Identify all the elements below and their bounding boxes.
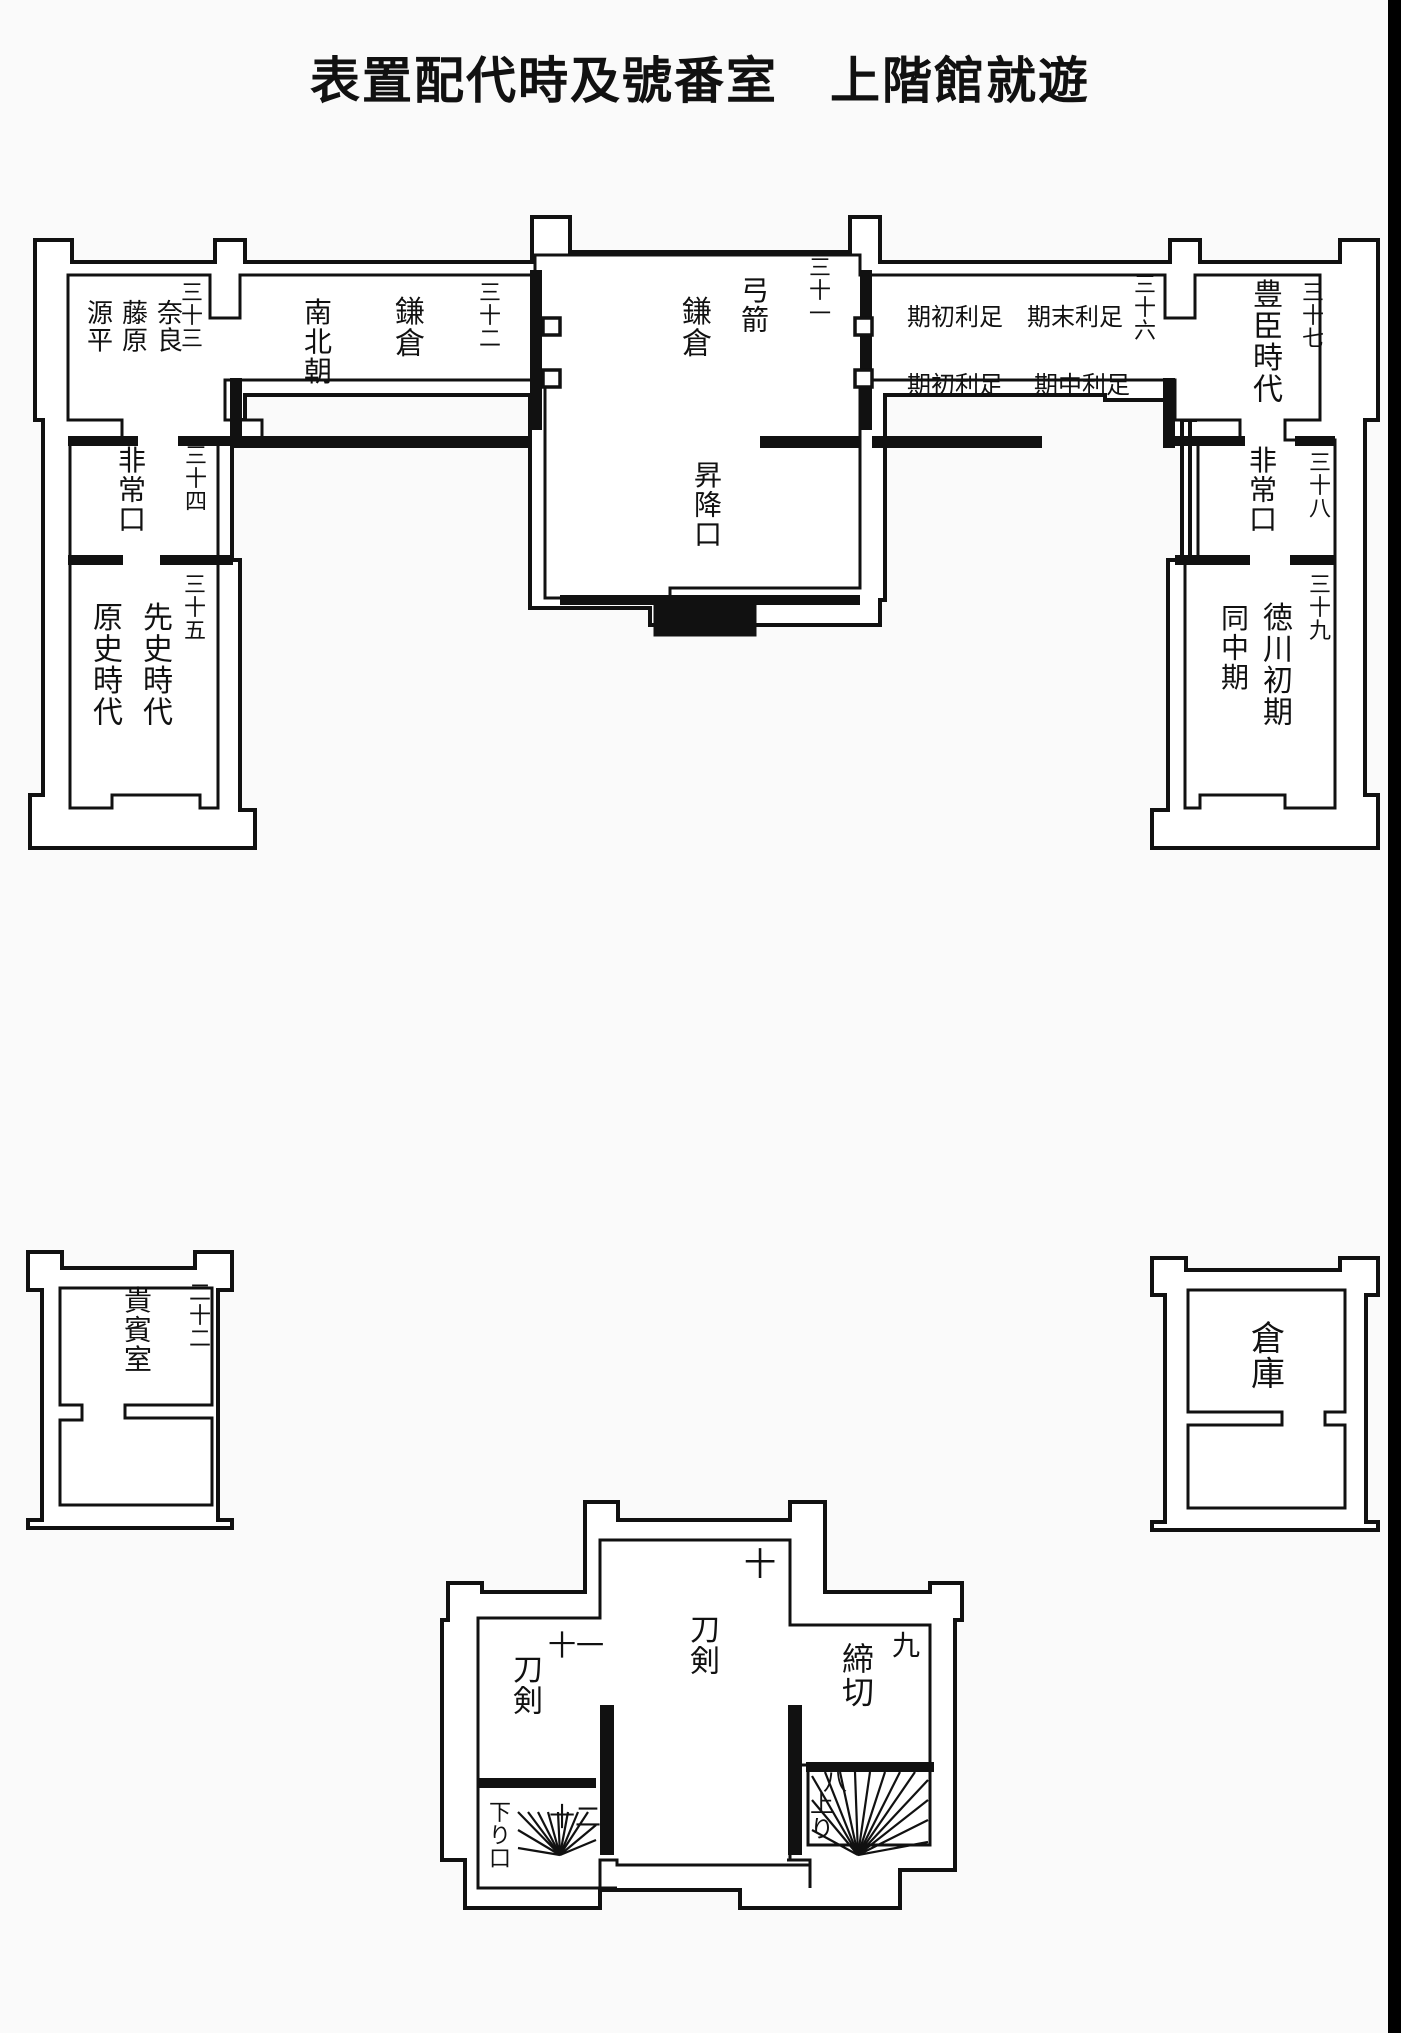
stair-hatch-right [811,1771,929,1857]
upper-wing-partitions [68,270,1335,637]
room-number-39: 三十九 [1309,573,1331,644]
partition [178,436,233,446]
room-label-31-a: 弓箭 [741,274,769,336]
room-number-31: 三十一 [809,256,831,327]
room-number-11: 十一 [548,1629,604,1662]
room-number-36: 三十六 [1134,273,1156,344]
bottom-block-inner-wall [476,1538,932,1890]
partition [1175,555,1250,565]
room-labels: 三十三奈良藤原源平三十二鎌倉南北朝三十一弓箭鎌倉三十六期初利足期末利足期初利足期… [87,256,1331,1872]
room-label-34: 非常口 [118,444,146,536]
partition [806,1762,934,1772]
partition [530,270,542,430]
guest-room-inner-wall [58,1286,214,1507]
stair-hatch-left [517,1811,597,1857]
partition [760,436,860,448]
stair-label-main: 昇降口 [694,459,722,551]
column-square [541,368,562,389]
partition [860,270,872,430]
room-number-9: 九 [892,1629,920,1662]
room-label-36-a: 期初利足 [907,303,1003,331]
room-label-39-a: 徳川初期 [1263,601,1293,731]
partition [560,595,860,605]
guest-room-block [26,1250,234,1530]
room-label-22: 貴賓室 [124,1284,152,1376]
storage-block [1150,1256,1380,1532]
room-label-36-b: 期末利足 [1027,303,1123,331]
storage-inner-wall [1186,1288,1347,1510]
partition [1290,555,1335,565]
room-label-31-b: 鎌倉 [682,295,712,362]
room-label-39-b: 同中期 [1221,602,1249,694]
partition [230,378,242,448]
room-label-37: 豊臣時代 [1253,278,1283,408]
column-square [853,316,874,337]
room-label-35-b: 原史時代 [93,601,123,731]
bottom-block [440,1500,964,1910]
room-label-32-b: 南北朝 [304,296,332,388]
room-label-35-a: 先史時代 [143,601,173,731]
room-number-38: 三十八 [1309,451,1331,522]
room-label-12: 下り口 [489,1801,511,1872]
room-number-8: 八 [823,1768,847,1796]
partition [653,603,757,637]
room-label-9: 締切 [842,1640,874,1712]
partition [68,436,138,446]
room-number-10: 十 [744,1545,776,1583]
room-number-22: 二十二 [189,1281,211,1352]
room-number-32: 三十二 [479,281,501,352]
partition [160,555,233,565]
partition [1175,436,1245,446]
plan-title: 表置配代時及號番室 上階館就遊 [310,51,1090,110]
column-markers [541,316,874,389]
partition [1295,436,1335,446]
storage-label: 倉庫 [1251,1319,1285,1395]
room-label-36-d: 期中利足 [1034,371,1130,399]
room-label-36-c: 期初利足 [907,371,1003,399]
room-label-33-c: 源平 [87,299,113,356]
column-square [541,316,562,337]
room-number-37: 三十七 [1302,281,1324,352]
room-label-38: 非常口 [1249,444,1277,536]
partition [478,1778,596,1788]
room-label-10: 刀剣 [690,1613,720,1680]
room-label-33-b: 藤原 [122,299,148,356]
partition [788,1705,802,1855]
partition [1163,378,1175,448]
room-label-33-a: 奈良 [157,299,183,356]
room-label-11: 刀剣 [513,1653,543,1720]
partition [242,436,532,448]
room-label-8: 上り [810,1790,834,1843]
partition [600,1705,614,1855]
room-number-12: 十二 [549,1803,601,1833]
room-label-32-a: 鎌倉 [395,295,425,362]
column-square [853,368,874,389]
partition [68,555,123,565]
page-edge [1388,0,1401,2033]
room-number-35: 三十五 [184,573,206,644]
room-number-33: 三十三 [181,281,203,352]
partition [872,436,1042,448]
room-number-34: 三十四 [185,444,207,515]
